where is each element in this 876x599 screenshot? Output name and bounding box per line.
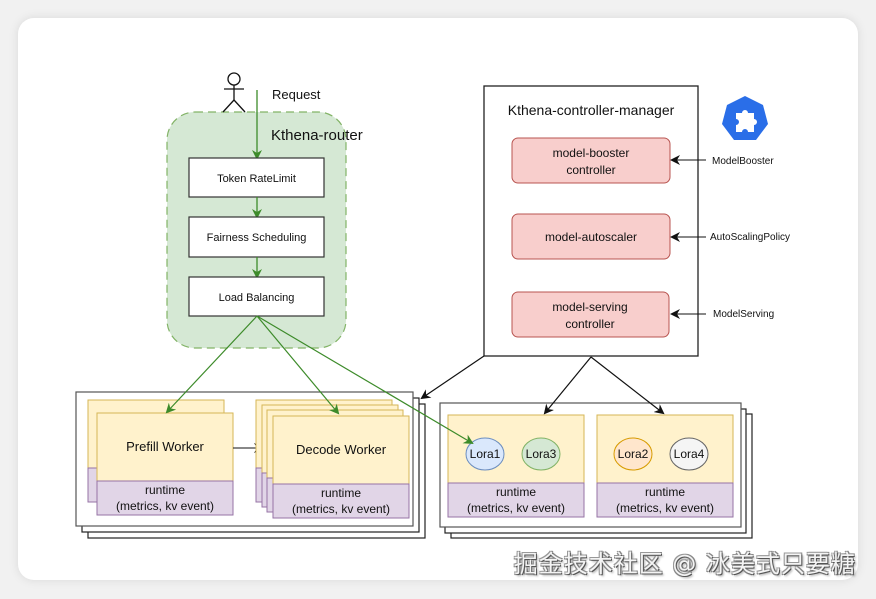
modelserving-input-label: ModelServing — [713, 309, 774, 320]
modelbooster-input-label: ModelBooster — [712, 156, 774, 167]
lora-pod-2-runtime — [596, 482, 734, 518]
lora2-adapter — [613, 437, 653, 471]
controller-manager-title: Kthena-controller-manager — [508, 102, 675, 118]
route-to-prefill-arrow — [165, 315, 258, 414]
lora4-adapter — [669, 437, 709, 471]
prefill-worker-title: Prefill Worker — [126, 439, 204, 454]
model-booster-label-2: controller — [566, 163, 615, 177]
watermark: 掘金技术社区 @ 冰美式只要糖 — [513, 550, 856, 578]
lora-pod-1-runtime-label-2: (metrics, kv event) — [467, 501, 565, 515]
lora-pod-1-runtime — [447, 482, 585, 518]
prefill-runtime — [96, 480, 234, 516]
load-balancing-box — [188, 276, 325, 317]
model-serving-label-1: model-serving — [552, 300, 627, 314]
prefill-runtime-label-2: (metrics, kv event) — [116, 499, 214, 513]
load-balancing-label: Load Balancing — [219, 292, 295, 304]
lora1-label: Lora1 — [470, 447, 501, 461]
model-serving-controller — [511, 291, 670, 338]
prefill-runtime-label-1: runtime — [145, 483, 185, 497]
lora2-label: Lora2 — [618, 447, 649, 461]
lora3-adapter — [521, 437, 561, 471]
lora3-label: Lora3 — [526, 447, 557, 461]
decode-worker-title: Decode Worker — [296, 442, 387, 457]
router-title: Kthena-router — [271, 127, 363, 144]
model-booster-label-1: model-booster — [553, 146, 630, 160]
route-to-lora1-arrow — [256, 315, 474, 445]
token-ratelimit-box — [188, 157, 325, 198]
autoscalingpolicy-input-label: AutoScalingPolicy — [710, 232, 790, 243]
lora-pod-2-runtime-label-1: runtime — [645, 485, 685, 499]
lora1-adapter — [465, 437, 505, 471]
lora-pod-1-runtime-label-1: runtime — [496, 485, 536, 499]
user-actor-icon — [222, 72, 246, 113]
controller-to-lora-pod2-arrow — [590, 356, 665, 415]
model-serving-label-2: controller — [565, 317, 614, 331]
decode-runtime-label-1: runtime — [321, 486, 361, 500]
kubernetes-puzzle-icon — [722, 96, 768, 140]
model-autoscaler-label: model-autoscaler — [545, 230, 637, 244]
prefill-worker — [96, 412, 234, 482]
token-ratelimit-label: Token RateLimit — [217, 173, 296, 185]
fairness-scheduling-label: Fairness Scheduling — [207, 232, 307, 244]
decode-runtime — [272, 483, 410, 519]
controller-to-lora-pod1-arrow — [543, 356, 592, 415]
route-to-decode-arrow — [256, 315, 340, 415]
fairness-scheduling-box — [188, 216, 325, 258]
lora4-label: Lora4 — [674, 447, 705, 461]
decode-worker — [272, 415, 410, 485]
request-label: Request — [272, 87, 321, 102]
controller-to-pd-arrow — [420, 355, 485, 400]
lora-pod-2-runtime-label-2: (metrics, kv event) — [616, 501, 714, 515]
decode-runtime-label-2: (metrics, kv event) — [292, 502, 390, 516]
